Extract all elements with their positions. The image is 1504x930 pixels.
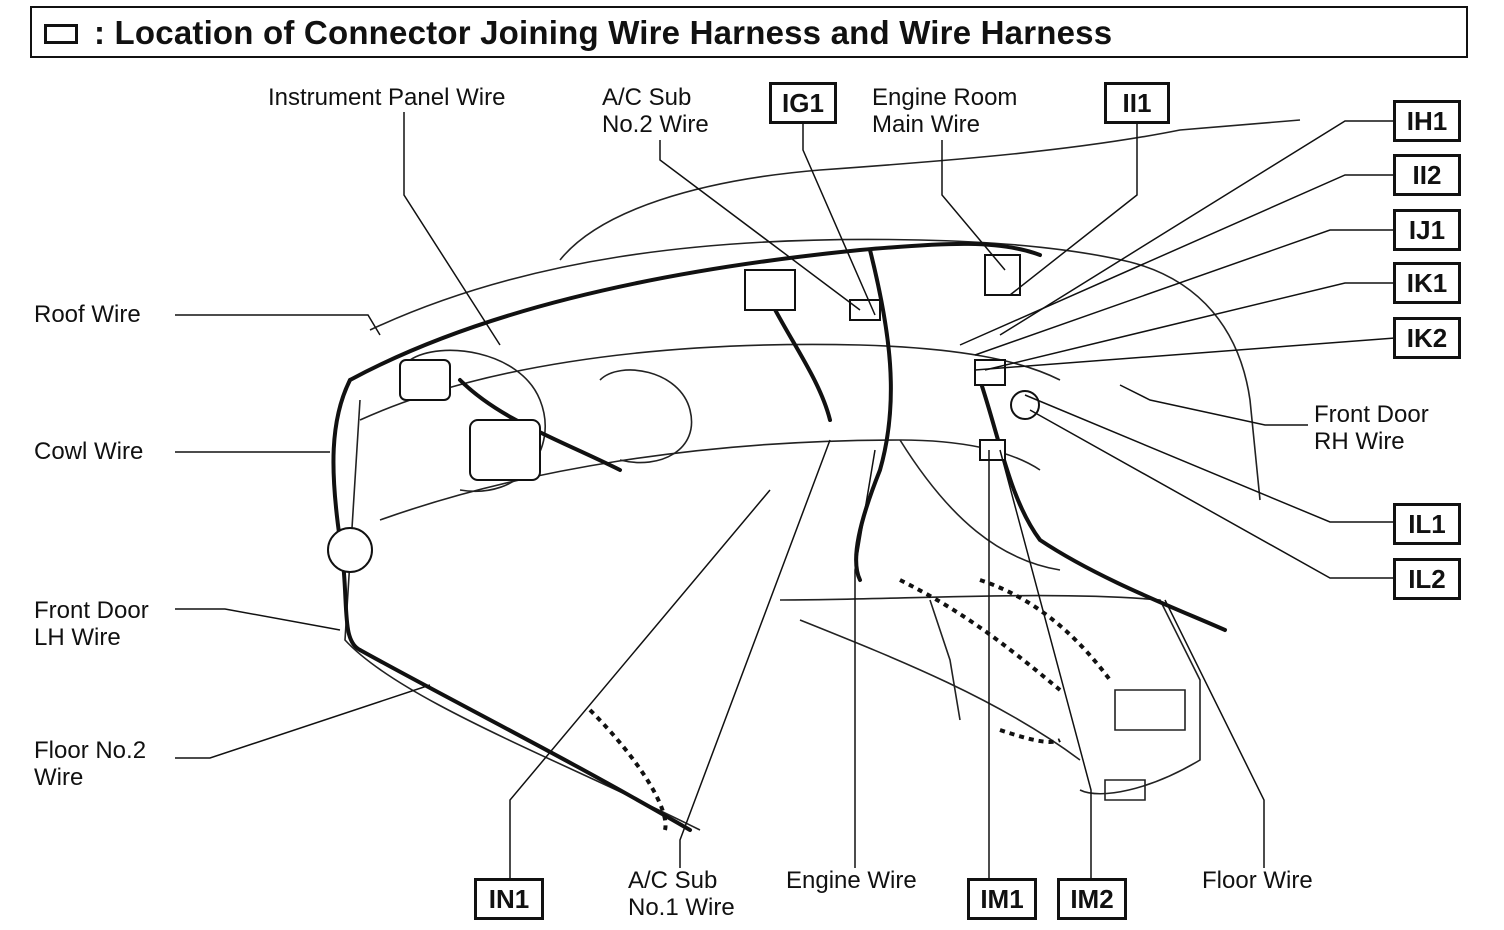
ac-sub-no1-wire-label: A/C Sub No.1 Wire	[628, 867, 735, 921]
roof-wire-label: Roof Wire	[34, 301, 141, 328]
harness-wires	[331, 241, 1227, 832]
connector-ii1: II1	[1104, 82, 1170, 124]
connector-ij1: IJ1	[1393, 209, 1461, 251]
engine-room-main-wire-label: Engine Room Main Wire	[872, 84, 1018, 138]
leader-lines	[175, 112, 1396, 878]
connector-in1: IN1	[474, 878, 544, 920]
connector-im2: IM2	[1057, 878, 1127, 920]
connector-ig1: IG1	[769, 82, 837, 124]
front-door-rh-wire-label: Front Door RH Wire	[1314, 401, 1429, 455]
connector-il1: IL1	[1393, 503, 1461, 545]
floor-harness-dashed	[588, 578, 1112, 831]
cowl-wire-label: Cowl Wire	[34, 438, 144, 465]
connector-il2: IL2	[1393, 558, 1461, 600]
ac-sub-no2-wire-label: A/C Sub No.2 Wire	[602, 84, 709, 138]
instrument-panel-wire-label: Instrument Panel Wire	[268, 84, 506, 111]
floor-no2-wire-label: Floor No.2 Wire	[34, 737, 147, 791]
connector-ik2: IK2	[1393, 317, 1461, 359]
connector-ik1: IK1	[1393, 262, 1461, 304]
front-door-lh-wire-label: Front Door LH Wire	[34, 597, 149, 651]
connector-im1: IM1	[967, 878, 1037, 920]
floor-wire-label: Floor Wire	[1202, 867, 1313, 894]
connector-ih1: IH1	[1393, 100, 1461, 142]
engine-wire-label: Engine Wire	[786, 867, 917, 894]
title-bar: : Location of Connector Joining Wire Har…	[30, 6, 1468, 58]
page-title: : Location of Connector Joining Wire Har…	[94, 14, 1113, 51]
connector-blocks	[327, 254, 1040, 573]
connector-ii2: II2	[1393, 154, 1461, 196]
connector-box-icon	[44, 24, 78, 44]
